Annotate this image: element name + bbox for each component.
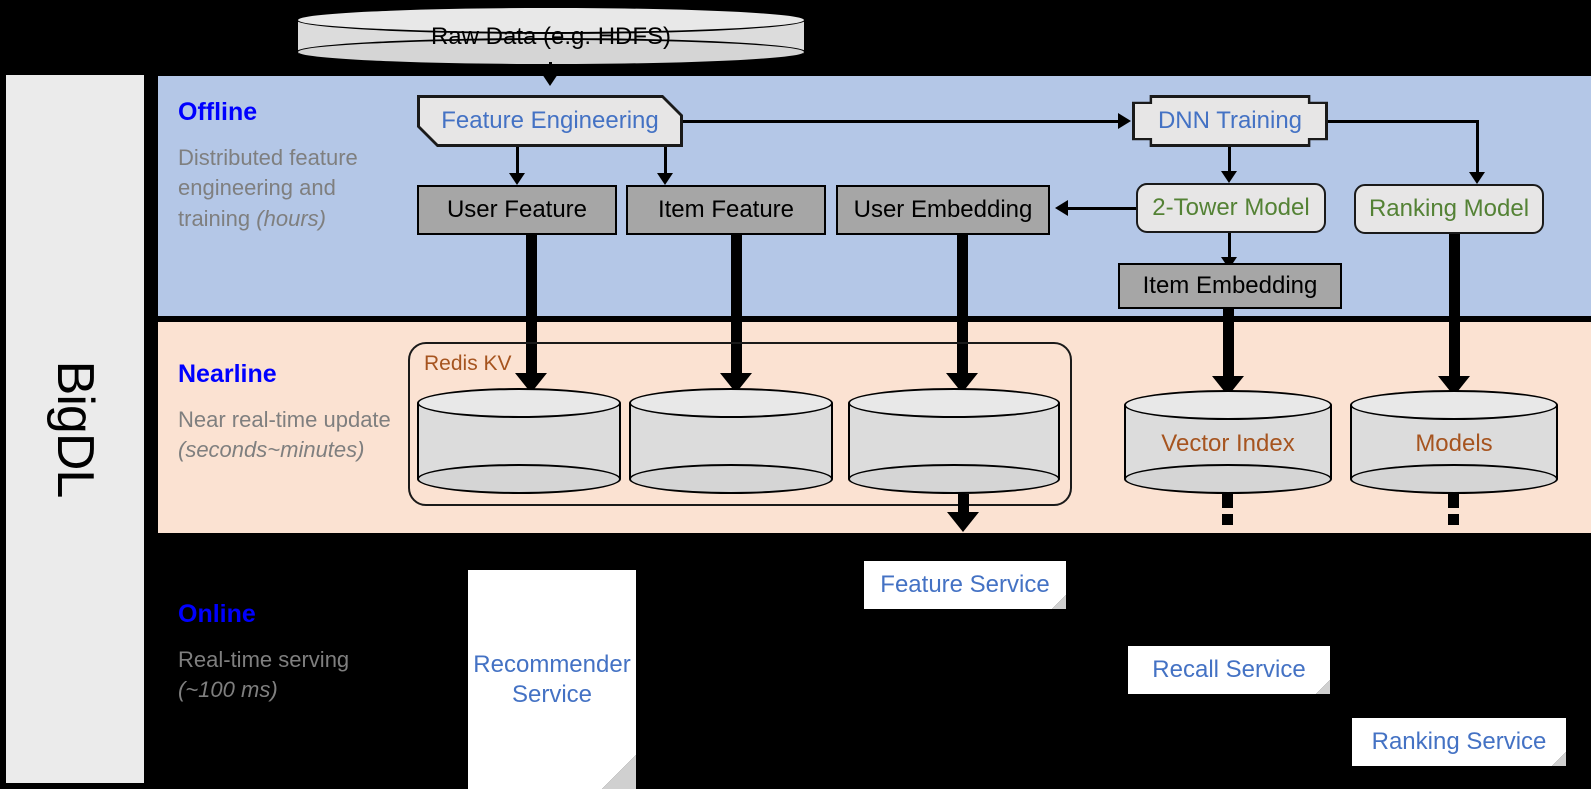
arrow-fe-userfeature — [509, 173, 525, 185]
cylinder-top — [1350, 390, 1558, 420]
arrow-dnn-ranking — [1469, 172, 1485, 184]
vector-index-cylinder[interactable]: Vector Index — [1124, 390, 1332, 494]
connector-fe-dnn — [683, 120, 1124, 123]
recall-service-label: Recall Service — [1152, 656, 1306, 683]
user-embedding-box[interactable]: User Embedding — [836, 185, 1050, 235]
online-subtitle-italic: (~100 ms) — [178, 677, 278, 703]
item-feature-box[interactable]: Item Feature — [626, 185, 826, 235]
user-embedding-label: User Embedding — [853, 196, 1033, 224]
cylinder-bottom — [1124, 464, 1332, 494]
feature-service-label: Feature Service — [880, 571, 1050, 598]
arrow-twotower-userembedding — [1055, 200, 1068, 216]
redis-store-3[interactable] — [848, 388, 1060, 494]
cylinder-bottom — [417, 464, 621, 494]
connector-models-ranking-seg1 — [1448, 494, 1459, 508]
online-title: Online — [178, 600, 256, 628]
dnn-training-label: DNN Training — [1135, 98, 1325, 144]
ranking-service-doc[interactable]: Ranking Service — [1352, 718, 1566, 766]
feature-engineering-box[interactable]: Feature Engineering — [417, 95, 683, 147]
nearline-subtitle: Near real-time update (seconds~minutes) — [178, 405, 393, 466]
cylinder-top — [1124, 390, 1332, 420]
vector-index-label: Vector Index — [1161, 430, 1295, 457]
item-embedding-label: Item Embedding — [1142, 272, 1318, 300]
models-cylinder[interactable]: Models — [1350, 390, 1558, 494]
nearline-subtitle-text: Near real-time update — [178, 407, 391, 432]
recommender-service-label: Recommender Service — [473, 650, 631, 708]
dnn-training-box[interactable]: DNN Training — [1132, 95, 1328, 147]
connector-fe-itemfeature — [664, 147, 667, 175]
item-embedding-box[interactable]: Item Embedding — [1118, 263, 1342, 309]
nearline-subtitle-italic: (seconds~minutes) — [178, 437, 365, 463]
connector-twotower-itemembedding — [1228, 233, 1231, 259]
redis-kv-container — [408, 342, 1072, 506]
ranking-model-label: Ranking Model — [1368, 195, 1530, 223]
connector-fe-userfeature — [516, 147, 519, 175]
ranking-model-box[interactable]: Ranking Model — [1354, 184, 1544, 234]
offline-subtitle: Distributed feature engineering and trai… — [178, 143, 393, 234]
cylinder-bottom — [848, 464, 1060, 494]
connector-dnn-ranking-v — [1476, 120, 1479, 174]
cylinder-bottom — [296, 38, 806, 66]
cylinder-top — [629, 388, 833, 418]
feature-engineering-label: Feature Engineering — [420, 98, 680, 144]
models-label: Models — [1415, 430, 1493, 457]
arrow-store3-featureservice — [947, 512, 979, 532]
offline-subtitle-text: Distributed feature engineering and trai… — [178, 145, 358, 231]
connector-rankingmodel-models — [1449, 234, 1460, 378]
bigdl-label: BigDL — [46, 360, 104, 498]
cylinder-top — [848, 388, 1060, 418]
user-feature-box[interactable]: User Feature — [417, 185, 617, 235]
ranking-service-label: Ranking Service — [1371, 728, 1547, 755]
recommender-service-doc[interactable]: Recommender Service — [468, 570, 636, 789]
online-subtitle-text: Real-time serving — [178, 647, 350, 672]
arrow-dnn-twotower — [1221, 171, 1237, 183]
redis-store-1[interactable] — [417, 388, 621, 494]
cylinder-bottom — [1350, 464, 1558, 494]
cylinder-bottom — [629, 464, 833, 494]
cylinder-top — [417, 388, 621, 418]
connector-dnn-ranking-h — [1328, 120, 1478, 123]
user-feature-label: User Feature — [446, 196, 588, 224]
raw-data-cylinder: Raw Data (e.g. HDFS) — [296, 6, 806, 66]
nearline-title: Nearline — [178, 360, 277, 388]
cylinder-top — [296, 6, 806, 34]
raw-data-label: Raw Data (e.g. HDFS) — [430, 23, 672, 50]
connector-dnn-twotower — [1228, 147, 1231, 173]
connector-twotower-userembedding — [1068, 207, 1136, 210]
offline-title: Offline — [178, 98, 258, 126]
connector-vectorindex-recall-seg1 — [1222, 494, 1233, 508]
connector-itemfeature-store2 — [731, 235, 742, 375]
redis-kv-label: Redis KV — [424, 352, 512, 375]
online-subtitle: Real-time serving (~100 ms) — [178, 645, 393, 706]
arrow-rawdata-fe — [542, 74, 558, 86]
feature-service-doc[interactable]: Feature Service — [864, 561, 1066, 609]
bigdl-sidebar: BigDL — [6, 75, 144, 783]
arrow-fe-dnn — [1118, 113, 1131, 129]
connector-store3-featureservice — [958, 494, 969, 514]
item-feature-label: Item Feature — [657, 196, 795, 224]
connector-userfeature-store1 — [526, 235, 537, 375]
connector-userembedding-store3 — [957, 235, 968, 375]
redis-store-2[interactable] — [629, 388, 833, 494]
connector-vectorindex-recall-seg2 — [1222, 514, 1233, 525]
arrow-fe-itemfeature — [657, 173, 673, 185]
two-tower-model-label: 2-Tower Model — [1152, 194, 1310, 222]
recall-service-doc[interactable]: Recall Service — [1128, 646, 1330, 694]
connector-itemembedding-vectorindex — [1223, 309, 1234, 378]
offline-subtitle-italic: (hours) — [256, 205, 326, 231]
connector-rawdata-fe — [549, 62, 552, 78]
two-tower-model-box[interactable]: 2-Tower Model — [1136, 183, 1326, 233]
connector-models-ranking-seg2 — [1448, 514, 1459, 525]
